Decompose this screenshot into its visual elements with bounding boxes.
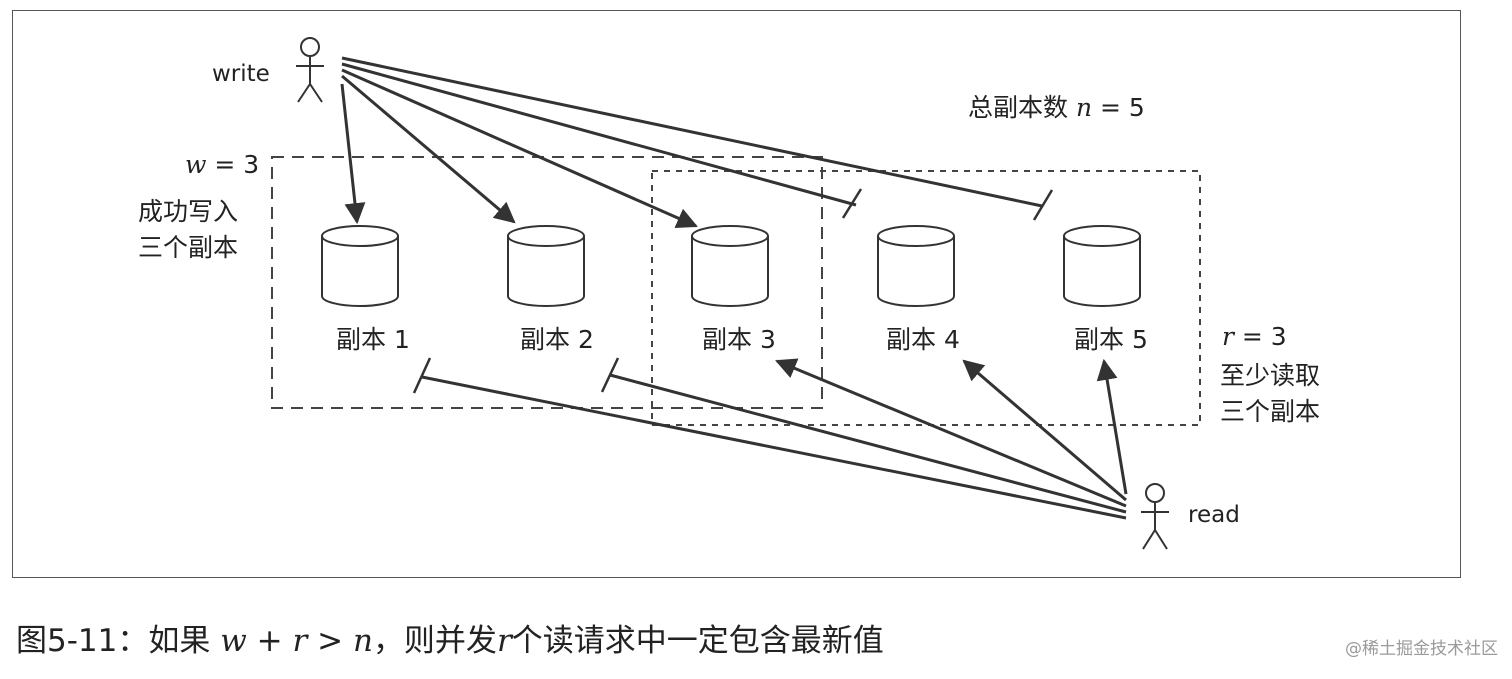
caption-plus: + <box>246 623 293 659</box>
write-failure-cross-5 <box>1032 189 1054 221</box>
write-var: w <box>185 150 206 179</box>
replica-3: 副本 3 <box>691 225 776 354</box>
caption-r: r <box>292 623 308 659</box>
write-failure-cross-4 <box>841 188 863 219</box>
caption-suffix: 个读请求中一定包含最新值 <box>511 623 884 659</box>
write-quorum-line2: 三个副本 <box>138 233 238 262</box>
read-quorum-region <box>651 170 1201 426</box>
caption-gt: > <box>307 623 353 659</box>
write-arrow-replica-2 <box>341 74 516 224</box>
reader-label: read <box>1188 502 1240 528</box>
replica-label: 副本 1 <box>336 325 410 354</box>
caption-r2: r <box>496 623 512 659</box>
total-prefix: 总副本数 <box>968 93 1076 122</box>
replica-label: 副本 2 <box>520 325 594 354</box>
caption-mid: ，则并发 <box>372 623 497 659</box>
read-arrow-replica-3 <box>775 358 1127 508</box>
read-quorum-line1: 至少读取 <box>1220 361 1320 390</box>
write-failed-line-replica-5 <box>341 56 1043 208</box>
write-quorum-line1: 成功写入 <box>138 197 238 226</box>
database-icon <box>691 225 769 307</box>
caption-n: n <box>352 623 373 659</box>
replica-1: 副本 1 <box>321 225 410 354</box>
write-quorum-equation: w = 3 <box>185 150 259 179</box>
write-suffix: = 3 <box>206 150 259 179</box>
total-suffix: = 5 <box>1092 93 1145 122</box>
replica-2: 副本 2 <box>507 225 594 354</box>
total-var: n <box>1076 93 1092 122</box>
caption-prefix: 图5-11：如果 <box>16 623 221 659</box>
write-arrow-replica-3 <box>341 68 698 228</box>
database-icon <box>877 225 955 307</box>
watermark: @稀土掘金技术社区 <box>1345 639 1498 659</box>
replica-label: 副本 5 <box>1074 325 1148 354</box>
writer-label: write <box>212 61 270 87</box>
read-failed-line-replica-1 <box>421 375 1127 520</box>
read-failure-cross-2 <box>600 357 620 393</box>
read-var: r <box>1222 322 1236 351</box>
write-arrow-replica-1 <box>340 83 366 225</box>
quorum-diagram: write read 总副本数 n = 5 w = 3 成功写入 三个副本 r … <box>138 37 1320 550</box>
read-suffix: = 3 <box>1234 322 1287 351</box>
total-replicas-label: 总副本数 n = 5 <box>968 93 1145 122</box>
read-arrow-replica-4 <box>962 359 1127 502</box>
read-quorum-line2: 三个副本 <box>1220 397 1320 426</box>
replica-5: 副本 5 <box>1063 225 1148 354</box>
replica-label: 副本 4 <box>886 325 960 354</box>
read-quorum-equation: r = 3 <box>1222 322 1287 351</box>
database-icon <box>321 225 399 307</box>
read-failure-cross-1 <box>412 357 432 394</box>
replica-4: 副本 4 <box>877 225 960 354</box>
database-icon <box>507 225 585 307</box>
reader-person-icon <box>1141 483 1169 550</box>
write-failed-line-replica-4 <box>341 62 857 207</box>
read-arrow-replica-5 <box>1096 358 1128 495</box>
caption-w: w <box>220 623 247 659</box>
figure-caption: 图5-11：如果 w + r > n，则并发r个读请求中一定包含最新值 <box>16 615 884 660</box>
writer-person-icon <box>296 37 324 103</box>
database-icon <box>1063 225 1141 307</box>
read-failed-line-replica-2 <box>609 373 1127 514</box>
replica-label: 副本 3 <box>702 325 776 354</box>
